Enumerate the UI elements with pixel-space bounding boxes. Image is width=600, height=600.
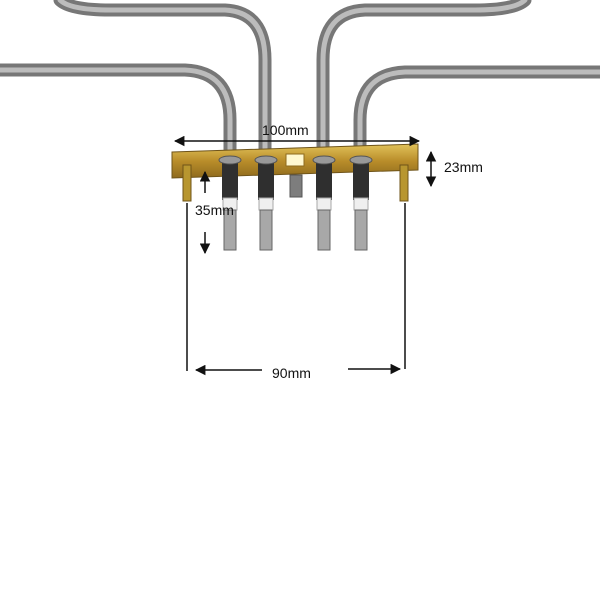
terminals	[218, 155, 373, 251]
tube-outer-right	[353, 65, 600, 207]
tube-outer-left	[0, 63, 237, 207]
dimension-lines	[173, 135, 437, 376]
heating-tubes	[0, 0, 600, 207]
dimension-label-35mm: 35mm	[195, 202, 234, 218]
threaded-studs	[182, 164, 409, 202]
terminal-2	[254, 155, 278, 251]
stud-left	[182, 164, 192, 202]
stud-right	[399, 164, 409, 202]
mounting-bracket	[171, 143, 419, 198]
terminal-3	[312, 155, 336, 251]
terminal-4	[349, 155, 373, 251]
terminal-1	[218, 155, 242, 251]
dimension-label-90mm: 90mm	[272, 365, 311, 381]
dimension-label-23mm: 23mm	[444, 159, 483, 175]
dimension-label-100mm: 100mm	[262, 122, 309, 138]
